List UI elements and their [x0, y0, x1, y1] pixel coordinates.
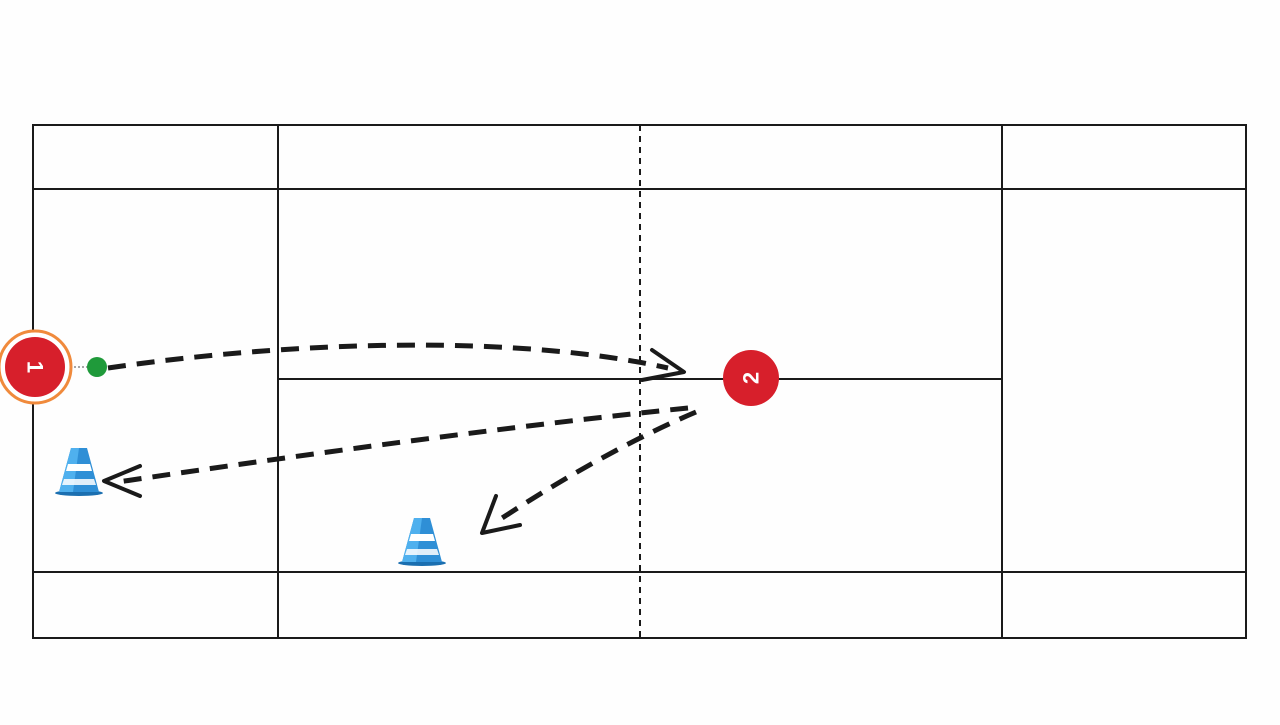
player-1-token-icon: [5, 337, 65, 397]
arrow-heads: [102, 348, 686, 535]
player-2-token-icon: [723, 350, 779, 406]
traffic-cone-icon: [398, 518, 446, 566]
path-serve: [107, 342, 669, 371]
player-1[interactable]: 1: [0, 329, 73, 405]
path-return-wide: [117, 405, 689, 485]
arrowhead-serve: [640, 348, 686, 382]
arrowhead-return-short: [480, 494, 522, 535]
player-2[interactable]: 2: [723, 350, 779, 406]
movement-paths: [107, 342, 697, 525]
traffic-cone-icon: [55, 448, 103, 496]
path-return-short: [494, 409, 697, 525]
player-2-label: 2: [739, 372, 764, 384]
arrowhead-return-wide: [102, 464, 142, 498]
tennis-ball-icon: [87, 357, 107, 377]
player-1-label: 1: [23, 361, 48, 373]
